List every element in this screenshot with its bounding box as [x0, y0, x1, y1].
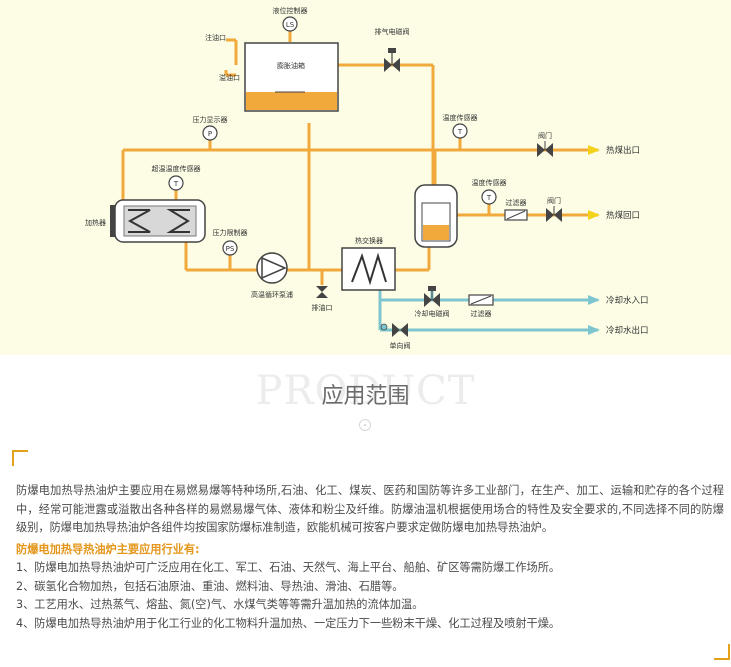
over-temp-sensor-icon [168, 175, 184, 191]
article-body: 防爆电加热导热油炉主要应用在易燃易爆等特种场所,石油、化工、煤炭、医药和国防等许… [16, 482, 724, 633]
heat-exchanger-label: 热交换器 [355, 236, 383, 245]
temp-sensor-right-icon [481, 189, 497, 205]
hot-outlet-label: 热煤出口 [606, 145, 640, 156]
pressure-limiter-icon [222, 240, 238, 256]
drain-port-label: 排油口 [312, 303, 333, 312]
hot-return-label: 热煤回口 [606, 210, 640, 221]
pump-label: 高温循环泵浦 [251, 290, 293, 299]
filter-top-label: 过滤器 [506, 198, 527, 207]
level-controller-icon [282, 16, 298, 32]
temp-sensor-right-symbol: T [486, 194, 492, 202]
temp-sensor-mid-symbol: T [457, 128, 463, 136]
section-heading: PRODUCT 应用范围 [0, 365, 731, 435]
over-temp-symbol: T [173, 180, 179, 188]
process-diagram: 膨胀油箱 LS 液位控制器 注油口 溢油口 排气电磁阀 P 压力显示器 T 温度… [0, 0, 731, 355]
temp-sensor-right-label: 温度传感器 [472, 178, 507, 187]
pump-icon [256, 252, 288, 284]
hot-return-arrow-icon [588, 210, 600, 220]
temp-sensor-mid-icon [452, 123, 468, 139]
heading-ornament-icon [359, 419, 371, 431]
heading-watermark: PRODUCT [255, 368, 476, 414]
frame-corner-top-left [12, 450, 28, 466]
heater [110, 199, 206, 243]
section-title: 应用范围 [321, 384, 410, 409]
cooling-in-label: 冷却水入口 [606, 295, 649, 306]
hot-outlet-arrow-icon [588, 145, 600, 155]
valve-right-label: 阀门 [547, 196, 561, 205]
industries-heading: 防爆电加热导热油炉主要应用行业有: [16, 542, 200, 556]
heat-exchanger [341, 247, 396, 291]
valve-top-icon [537, 141, 553, 157]
pressure-limiter-label: 压力限制器 [213, 228, 248, 237]
content-frame: 防爆电加热导热油炉主要应用在易燃易爆等特种场所,石油、化工、煤炭、医药和国防等许… [12, 450, 730, 660]
intro-paragraph: 防爆电加热导热油炉主要应用在易燃易爆等特种场所,石油、化工、煤炭、医药和国防等许… [16, 484, 724, 534]
pressure-gauge-label: 压力显示器 [193, 115, 228, 124]
cooling-valve-label: 冷却电磁阀 [415, 309, 450, 318]
filter-bottom-icon [468, 294, 494, 306]
level-symbol: LS [286, 21, 295, 29]
pressure-switch-symbol: PS [226, 245, 235, 253]
list-item: 2、碳氢化合物加热，包括石油原油、重油、燃料油、导热油、滑油、石腊等。 [16, 579, 404, 593]
valve-top-label: 阀门 [538, 131, 552, 140]
exhaust-valve-label: 排气电磁阀 [375, 27, 410, 36]
valve-right-icon [546, 206, 562, 222]
expansion-tank-label: 膨胀油箱 [277, 61, 305, 70]
cooling-in-arrow-icon [588, 295, 600, 305]
over-temp-sensor-label: 超温温度传感器 [152, 164, 201, 173]
temp-sensor-mid-label: 温度传感器 [443, 113, 478, 122]
list-item: 1、防爆电加热导热油炉可广泛应用在化工、军工、石油、天然气、海上平台、船舶、矿区… [16, 561, 561, 574]
list-item: 4、防爆电加热导热油炉用于化工行业的化工物料升温加热、一定压力下一些粉末干燥、化… [16, 616, 561, 630]
cooling-out-arrow-icon [588, 325, 600, 335]
expansion-tank [244, 42, 339, 112]
level-controller-label: 液位控制器 [273, 6, 308, 15]
main-tank [414, 184, 458, 248]
frame-corner-bottom-right [714, 644, 730, 660]
heater-label: 加热器 [85, 218, 106, 227]
pressure-symbol: P [208, 130, 212, 138]
check-valve-icon [380, 323, 408, 337]
cooling-valve-icon [424, 286, 440, 307]
filter-top-icon [504, 209, 528, 221]
exhaust-valve-icon [384, 48, 400, 72]
overflow-port-label: 溢油口 [219, 73, 240, 82]
cooling-out-label: 冷却水出口 [606, 325, 649, 336]
drain-valve-icon [316, 286, 328, 298]
filter-bottom-label: 过滤器 [471, 309, 492, 318]
check-valve-label: 单向阀 [390, 341, 411, 350]
oil-fill-port-label: 注油口 [205, 33, 226, 42]
list-item: 3、工艺用水、过热蒸气、熔盐、氮(空)气、水煤气类等等需升温加热的流体加温。 [16, 598, 424, 611]
pressure-gauge-icon [202, 125, 218, 141]
